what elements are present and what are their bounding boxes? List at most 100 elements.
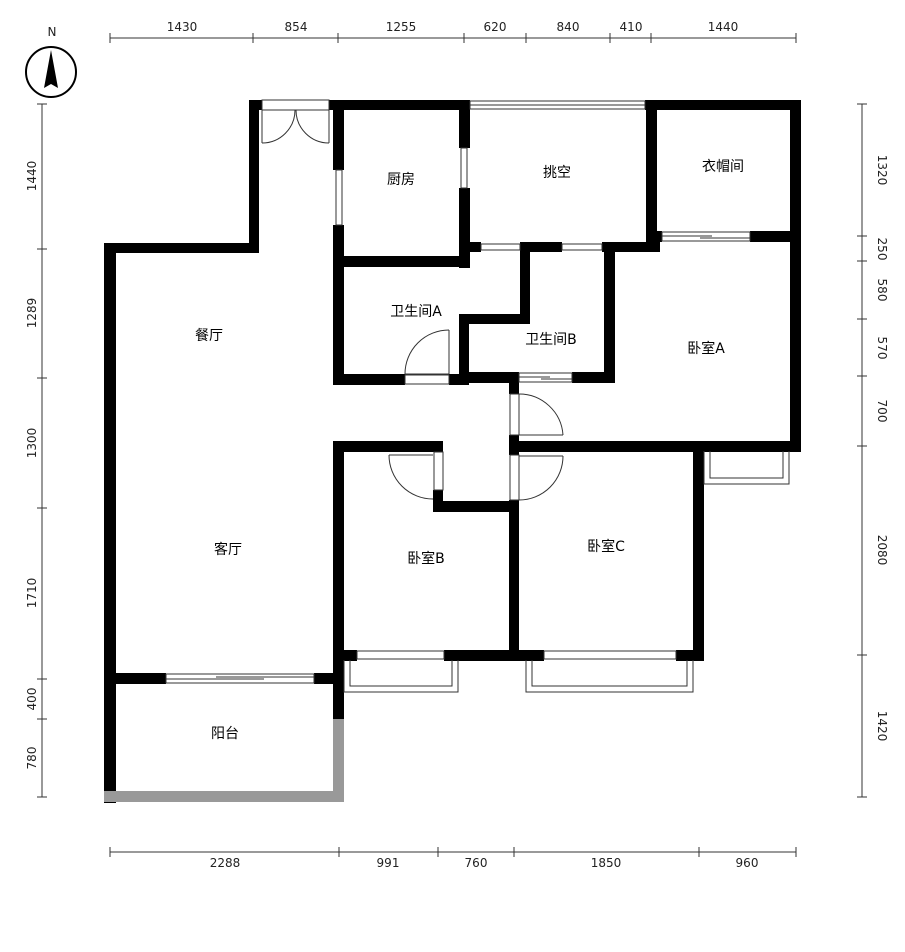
bedroom-b-door <box>388 451 444 500</box>
wall <box>104 243 116 803</box>
entrance-door <box>261 99 330 144</box>
wall <box>333 441 443 452</box>
dim-left-3: 1710 <box>25 578 39 609</box>
dim-top-6: 1440 <box>708 20 739 34</box>
windows <box>335 100 790 693</box>
compass: N <box>25 25 77 98</box>
wall <box>459 314 530 324</box>
wall <box>333 441 344 721</box>
wall <box>790 100 801 451</box>
window <box>460 147 468 189</box>
room-label-kitchen: 厨房 <box>387 172 415 188</box>
wall <box>314 673 344 684</box>
wall <box>459 188 470 268</box>
window <box>480 243 521 251</box>
wall <box>509 501 519 661</box>
dim-top-2: 1255 <box>386 20 417 34</box>
bay-window <box>525 660 694 693</box>
wall <box>520 242 530 324</box>
dim-bottom-4: 960 <box>736 856 759 870</box>
wall <box>333 256 470 267</box>
bay-window <box>703 451 790 485</box>
dim-left-1: 1289 <box>25 298 39 329</box>
dim-bottom-3: 1850 <box>591 856 622 870</box>
wall <box>433 490 443 512</box>
wall <box>333 100 344 170</box>
dim-right-1: 250 <box>875 238 889 261</box>
balcony-sliding-door <box>165 673 315 684</box>
dim-top-1: 854 <box>285 20 308 34</box>
dim-right-2: 580 <box>875 279 889 302</box>
wall <box>333 225 344 385</box>
wall <box>693 441 704 661</box>
window <box>561 243 603 251</box>
dim-top-4: 840 <box>557 20 580 34</box>
room-labels: 厨房 挑空 衣帽间 卫生间A 卫生间B 餐厅 卧室A 客厅 卧室B 卧室C 阳台 <box>195 159 744 742</box>
compass-label: N <box>48 25 57 39</box>
bedroom-c-door <box>509 454 564 501</box>
wall <box>249 100 259 252</box>
dim-right-3: 570 <box>875 337 889 360</box>
room-label-balcony: 阳台 <box>211 726 239 742</box>
compass-icon <box>25 46 77 98</box>
wall <box>509 374 519 394</box>
wall <box>459 372 519 383</box>
room-label-bathroom-a: 卫生间A <box>390 304 442 320</box>
dim-right-4: 700 <box>875 400 889 423</box>
room-label-bedroom-a: 卧室A <box>687 340 725 357</box>
dim-bottom-2: 760 <box>465 856 488 870</box>
dim-top-3: 620 <box>484 20 507 34</box>
wall <box>750 231 801 242</box>
dim-left-2: 1300 <box>25 428 39 459</box>
wall <box>433 501 519 512</box>
room-label-living: 客厅 <box>214 541 242 558</box>
bay-window <box>343 660 459 693</box>
wall <box>459 314 469 385</box>
wall <box>459 100 470 148</box>
window <box>356 650 445 660</box>
wall <box>333 650 357 661</box>
dim-left-4: 400 <box>25 688 39 711</box>
wall <box>509 441 801 452</box>
window <box>543 650 677 660</box>
wall <box>572 372 615 383</box>
window <box>335 169 343 226</box>
room-label-void: 挑空 <box>543 165 571 181</box>
wall <box>520 242 562 252</box>
dim-bottom-0: 2288 <box>210 856 241 870</box>
north-arrow-icon <box>44 50 58 88</box>
wall <box>646 231 662 242</box>
wall <box>676 650 704 661</box>
dim-left-5: 780 <box>25 747 39 770</box>
wall <box>602 242 660 252</box>
room-label-dining: 餐厅 <box>195 328 223 344</box>
dim-right-0: 1320 <box>875 155 889 186</box>
room-label-cloakroom: 衣帽间 <box>702 159 744 175</box>
dim-top-0: 1430 <box>167 20 198 34</box>
wall <box>449 374 469 385</box>
dimension-left: 1440 1289 1300 1710 400 780 <box>25 103 47 798</box>
wall <box>329 100 470 110</box>
wall <box>509 500 519 512</box>
dimension-bottom: 2288 991 760 1850 960 <box>109 847 797 870</box>
dim-left-0: 1440 <box>25 161 39 192</box>
cloakroom-sliding-door <box>661 231 751 242</box>
wall <box>459 242 481 252</box>
room-label-bedroom-b: 卧室B <box>407 550 445 567</box>
dimension-right: 1320 250 580 570 700 2080 1420 <box>857 103 889 798</box>
walls <box>104 100 801 803</box>
balcony-half-wall <box>333 719 344 802</box>
dim-bottom-1: 991 <box>377 856 400 870</box>
bedroom-a-door <box>509 393 564 436</box>
wall <box>604 242 615 383</box>
wall <box>645 100 801 110</box>
doors <box>165 99 751 684</box>
dim-right-6: 1420 <box>875 711 889 742</box>
bathroom-b-sliding-door <box>518 372 573 383</box>
wall <box>104 673 166 684</box>
wall <box>444 650 544 661</box>
wall <box>333 374 405 385</box>
balcony-half-wall <box>104 791 344 802</box>
room-label-bathroom-b: 卫生间B <box>525 332 577 348</box>
